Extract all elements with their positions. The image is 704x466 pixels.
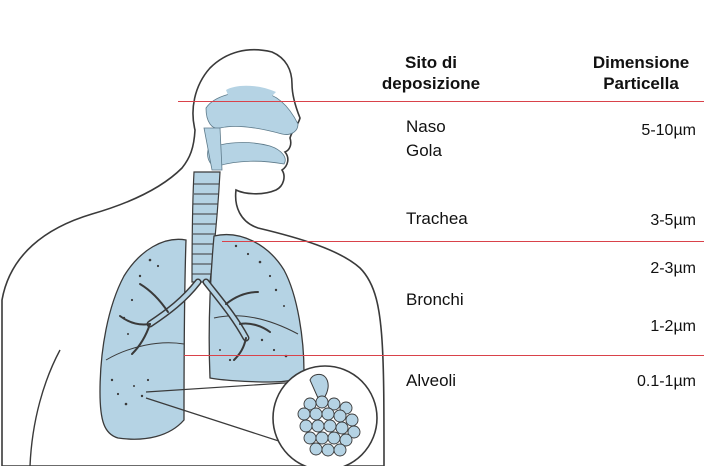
- size-trachea: 3-5µm: [650, 211, 696, 231]
- header-deposition-site: Sito di deposizione: [366, 52, 496, 94]
- size-bronchi-upper: 2-3µm: [650, 259, 696, 279]
- header-site-line1: Sito di: [366, 52, 496, 73]
- size-bronchi-lower: 1-2µm: [650, 317, 696, 337]
- header-particle-size: Dimensione Particella: [578, 52, 704, 94]
- site-nose: Naso: [406, 116, 446, 138]
- site-trachea: Trachea: [406, 208, 468, 230]
- header-site-line2: deposizione: [366, 73, 496, 94]
- header-size-line1: Dimensione: [578, 52, 704, 73]
- size-alveoli: 0.1-1µm: [637, 372, 696, 392]
- site-throat: Gola: [406, 140, 442, 162]
- divider-trachea: [222, 241, 704, 242]
- site-bronchi: Bronchi: [406, 289, 464, 311]
- divider-nose: [178, 101, 704, 102]
- size-nose: 5-10µm: [641, 121, 696, 141]
- site-alveoli: Alveoli: [406, 370, 456, 392]
- divider-bronchi: [184, 355, 704, 356]
- header-size-line2: Particella: [578, 73, 704, 94]
